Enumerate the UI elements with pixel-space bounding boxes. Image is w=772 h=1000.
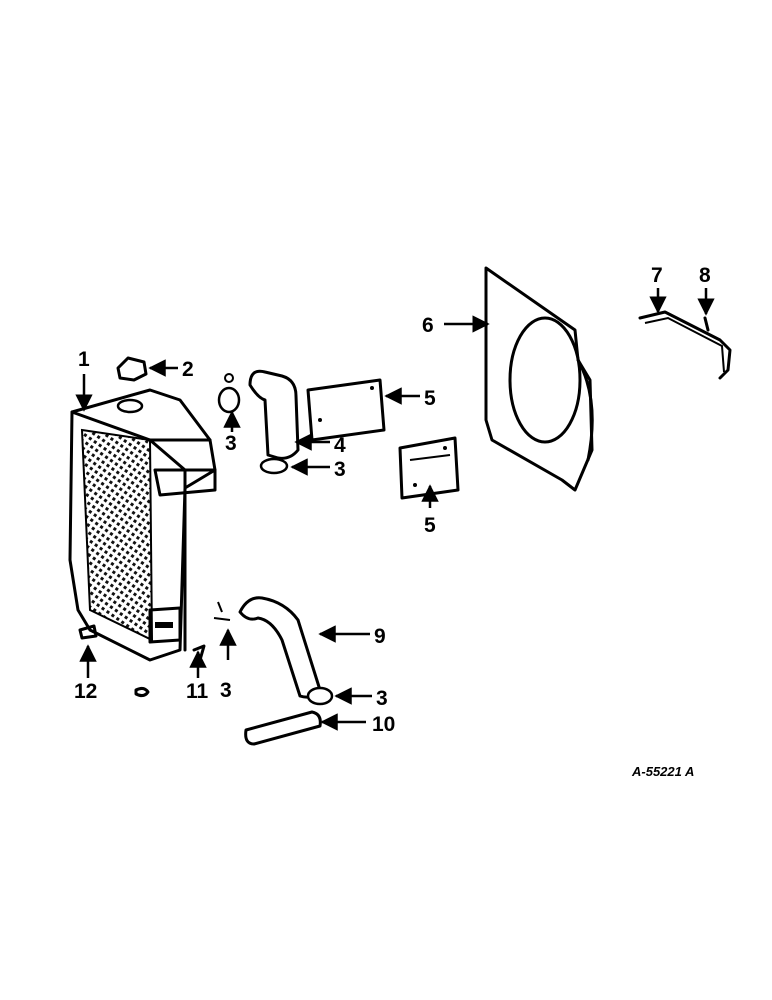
hose-clamp-upper-left [217,373,241,414]
callout-12: 12 [74,680,97,703]
callout-4: 4 [334,434,346,457]
callout-1: 1 [78,348,90,371]
mounting-washer [78,624,150,698]
baffle-plate-upper [306,378,386,442]
hose-clamp-lower-right [306,686,334,706]
callout-10: 10 [372,713,395,736]
radiator-filler-neck [116,398,144,414]
radiator [68,388,217,662]
baffle-plate-lower [398,436,460,500]
radiator-cap [116,356,148,382]
callout-5-lower: 5 [424,514,436,537]
reference-code: A-55221 A [631,764,694,779]
brace-bolt [703,316,710,332]
callout-3-lower-right: 3 [376,687,388,710]
callout-3-upper-left: 3 [225,432,237,455]
callout-3-upper-right: 3 [334,458,346,481]
upper-radiator-hose [248,369,300,475]
callout-6: 6 [422,314,434,337]
shroud-brace-rod [638,310,732,380]
callout-5-upper: 5 [424,387,436,410]
callout-9: 9 [374,625,386,648]
fan-shroud [484,266,594,492]
leader-lines [75,288,715,731]
callout-2: 2 [182,358,194,381]
callout-11: 11 [186,680,209,703]
bypass-hose [244,710,322,746]
lower-radiator-hose [238,596,334,706]
callout-8: 8 [699,264,711,287]
callout-3-lower-left: 3 [220,679,232,702]
hose-clamp-upper-right [259,457,289,475]
callout-7: 7 [651,264,663,287]
hose-clamp-lower-left [213,601,231,621]
